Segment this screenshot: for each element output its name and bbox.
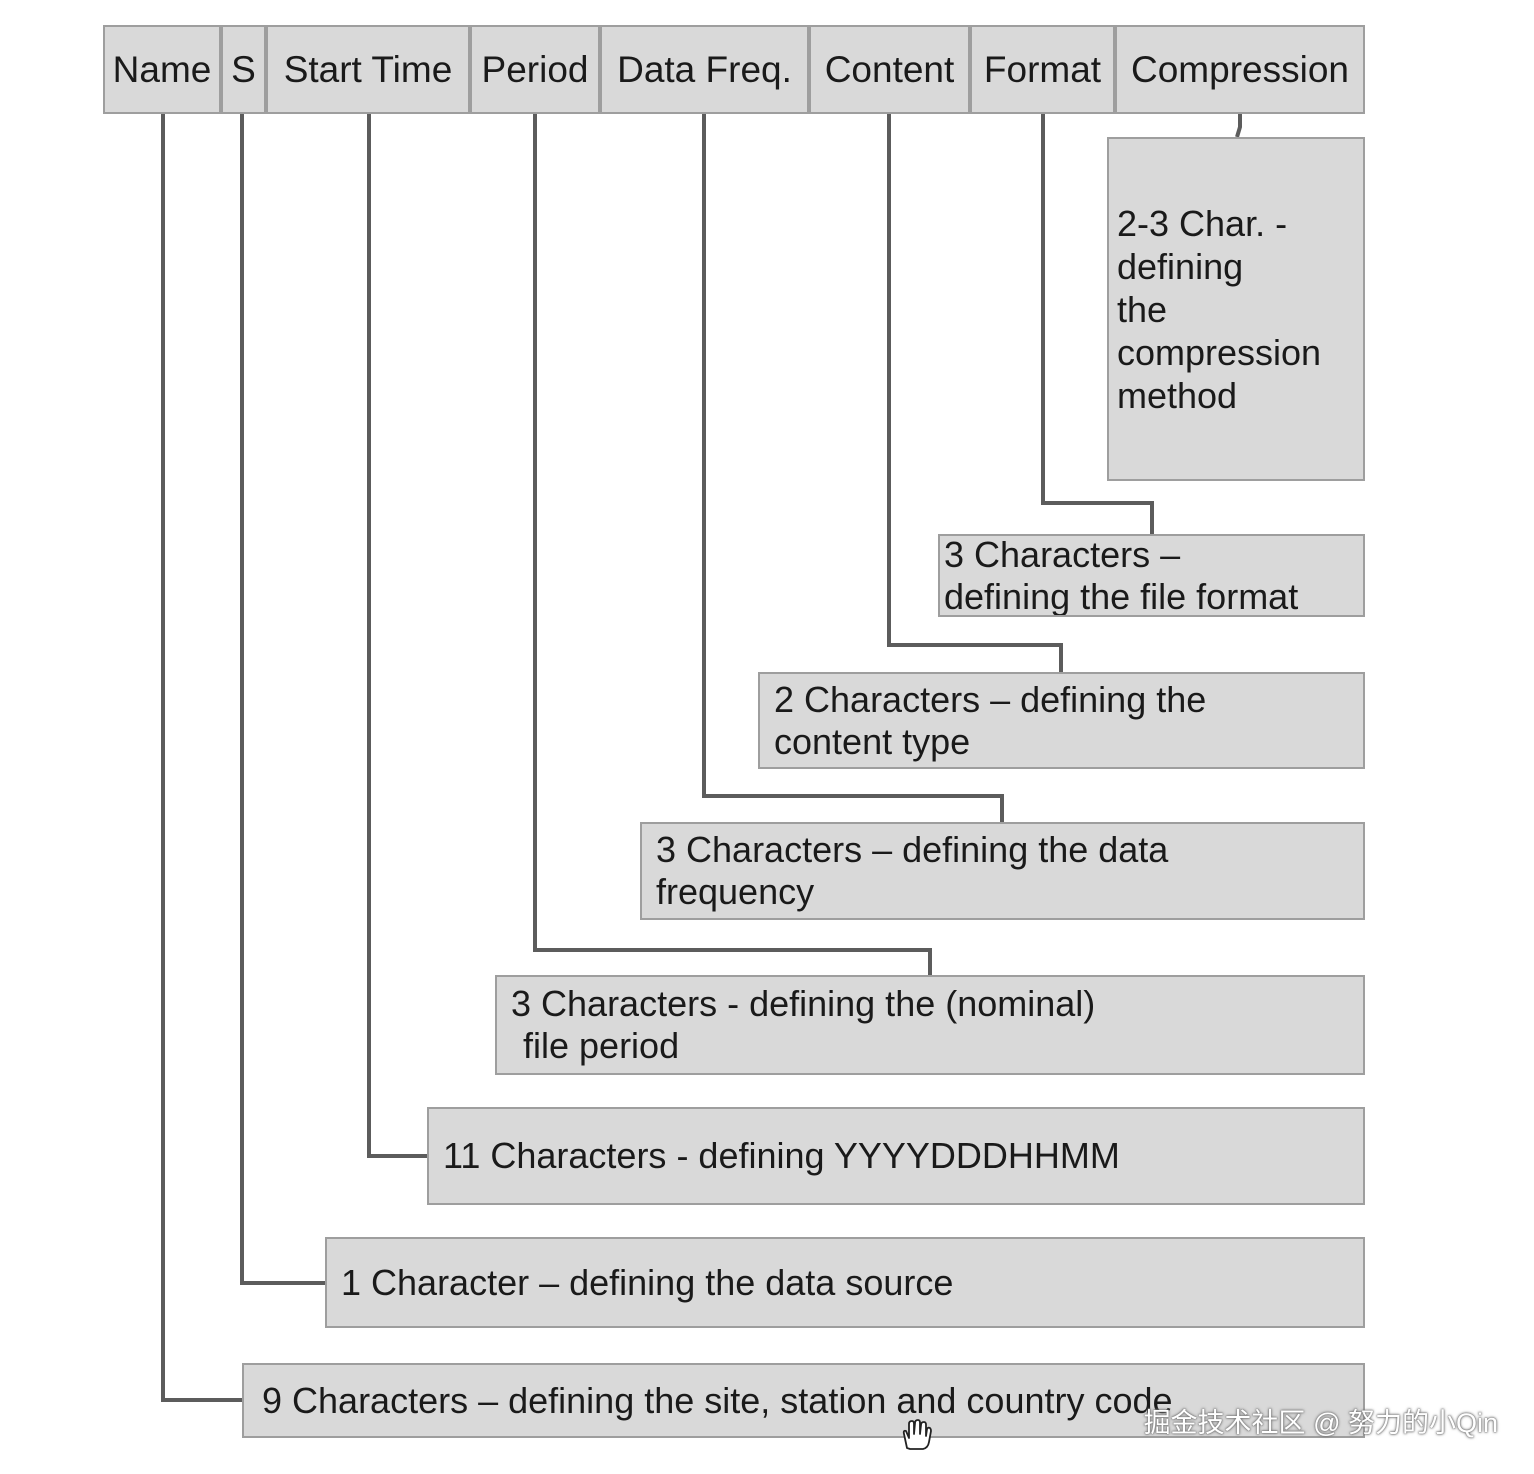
desc-source: 1 Character – defining the data source: [325, 1237, 1365, 1328]
header-period: Period: [470, 25, 600, 114]
desc-compression-line: the: [1117, 288, 1168, 330]
desc-start-time: 11 Characters - defining YYYYDDDHHMM: [427, 1107, 1365, 1205]
desc-period-line: 3 Characters - defining the (nominal): [511, 983, 1096, 1024]
connector-s: [240, 114, 325, 1285]
desc-compression: 2-3 Char. - defining the compression met…: [1107, 137, 1365, 481]
desc-frequency-line: frequency: [656, 871, 815, 912]
desc-period: 3 Characters - defining the (nominal) fi…: [495, 975, 1365, 1075]
desc-frequency: 3 Characters – defining the data frequen…: [640, 822, 1365, 920]
header-s: S: [221, 25, 266, 114]
desc-name-line: 9 Characters – defining the site, statio…: [262, 1379, 1173, 1421]
connector-period: [533, 114, 932, 975]
header-name: Name: [103, 25, 221, 114]
desc-frequency-line: 3 Characters – defining the data: [656, 829, 1169, 870]
connector-name: [161, 114, 242, 1402]
desc-compression-line: defining: [1117, 245, 1244, 287]
desc-start-time-line: 11 Characters - defining YYYYDDDHHMM: [443, 1135, 1120, 1176]
desc-name: 9 Characters – defining the site, statio…: [242, 1363, 1365, 1438]
desc-compression-line: 2-3 Char. -: [1117, 202, 1288, 244]
watermark-text: 掘金技术社区 @ 努力的小Qin: [1143, 1408, 1498, 1438]
header-start-time: Start Time: [266, 25, 470, 114]
connector-content: [887, 114, 1063, 672]
desc-compression-line: compression: [1117, 331, 1322, 373]
desc-format-line: defining the file format: [944, 575, 1299, 617]
header-compression: Compression: [1115, 25, 1365, 114]
header-data-freq: Data Freq.: [600, 25, 809, 114]
desc-compression-line: method: [1117, 374, 1238, 416]
desc-source-line: 1 Character – defining the data source: [341, 1261, 954, 1303]
desc-content-line: 2 Characters – defining the: [774, 678, 1207, 720]
connector-compression: [1235, 114, 1242, 138]
desc-content: 2 Characters – defining the content type: [758, 672, 1365, 769]
desc-format-line: 3 Characters –: [944, 534, 1181, 575]
header-content: Content: [809, 25, 970, 114]
desc-period-line: file period: [523, 1025, 680, 1066]
connector-data-freq: [702, 114, 1004, 822]
header-format: Format: [970, 25, 1115, 114]
connector-format: [1041, 114, 1154, 534]
connector-start-time: [367, 114, 427, 1158]
hand-cursor-icon: [902, 1419, 932, 1450]
desc-format: 3 Characters – defining the file format: [938, 534, 1365, 617]
desc-content-line: content type: [774, 720, 971, 762]
